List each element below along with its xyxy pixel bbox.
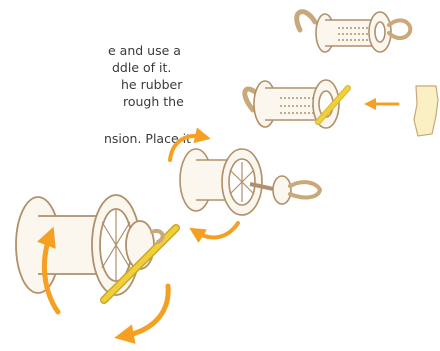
instruction-line-3: he rubber [121, 77, 183, 92]
instruction-line-1: e and use a [108, 43, 181, 58]
rubber-band-loop-icon [294, 9, 318, 33]
instruction-line-2: ddle of it. [112, 60, 172, 75]
instruction-line-4: rough the [123, 94, 184, 109]
tape-strip-icon [413, 85, 439, 137]
spool-icon [242, 79, 351, 129]
spool-icon [294, 9, 413, 53]
curved-arrow-icon [37, 226, 61, 315]
spool-icon [179, 148, 323, 216]
rubber-band-loop-icon [288, 180, 323, 200]
curved-arrow-icon [168, 127, 211, 162]
curved-arrow-icon [189, 221, 240, 244]
spool-icon [15, 194, 180, 304]
instruction-line-5: nsion. Place it [104, 131, 192, 146]
curved-arrow-icon [114, 283, 171, 344]
